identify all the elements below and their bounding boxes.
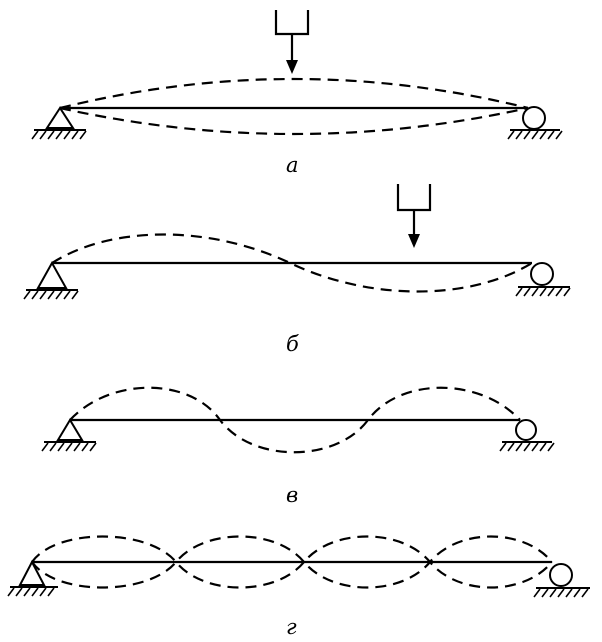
mode-shape <box>69 386 521 454</box>
panel-g: г <box>7 535 590 639</box>
panel-label: б <box>286 332 299 356</box>
tuning-fork-icon <box>396 184 432 248</box>
mode-shape-upper <box>59 77 529 110</box>
roller-support-icon <box>507 106 563 140</box>
panel-label: г <box>286 615 297 639</box>
panel-label: а <box>286 153 299 177</box>
pin-support-icon <box>31 106 87 140</box>
panel-label: в <box>286 483 298 507</box>
roller-support-icon <box>499 419 555 452</box>
tuning-fork-icon <box>274 10 310 74</box>
pin-support-icon <box>41 418 97 452</box>
panel-v: в <box>41 386 555 507</box>
pin-support-icon <box>7 559 58 597</box>
mode-shape-lower <box>59 106 529 136</box>
roller-support-icon <box>515 262 571 297</box>
panel-a: а <box>31 10 563 177</box>
roller-support-icon <box>533 563 590 598</box>
pin-support-icon <box>23 260 79 300</box>
panel-b: б <box>23 184 571 356</box>
